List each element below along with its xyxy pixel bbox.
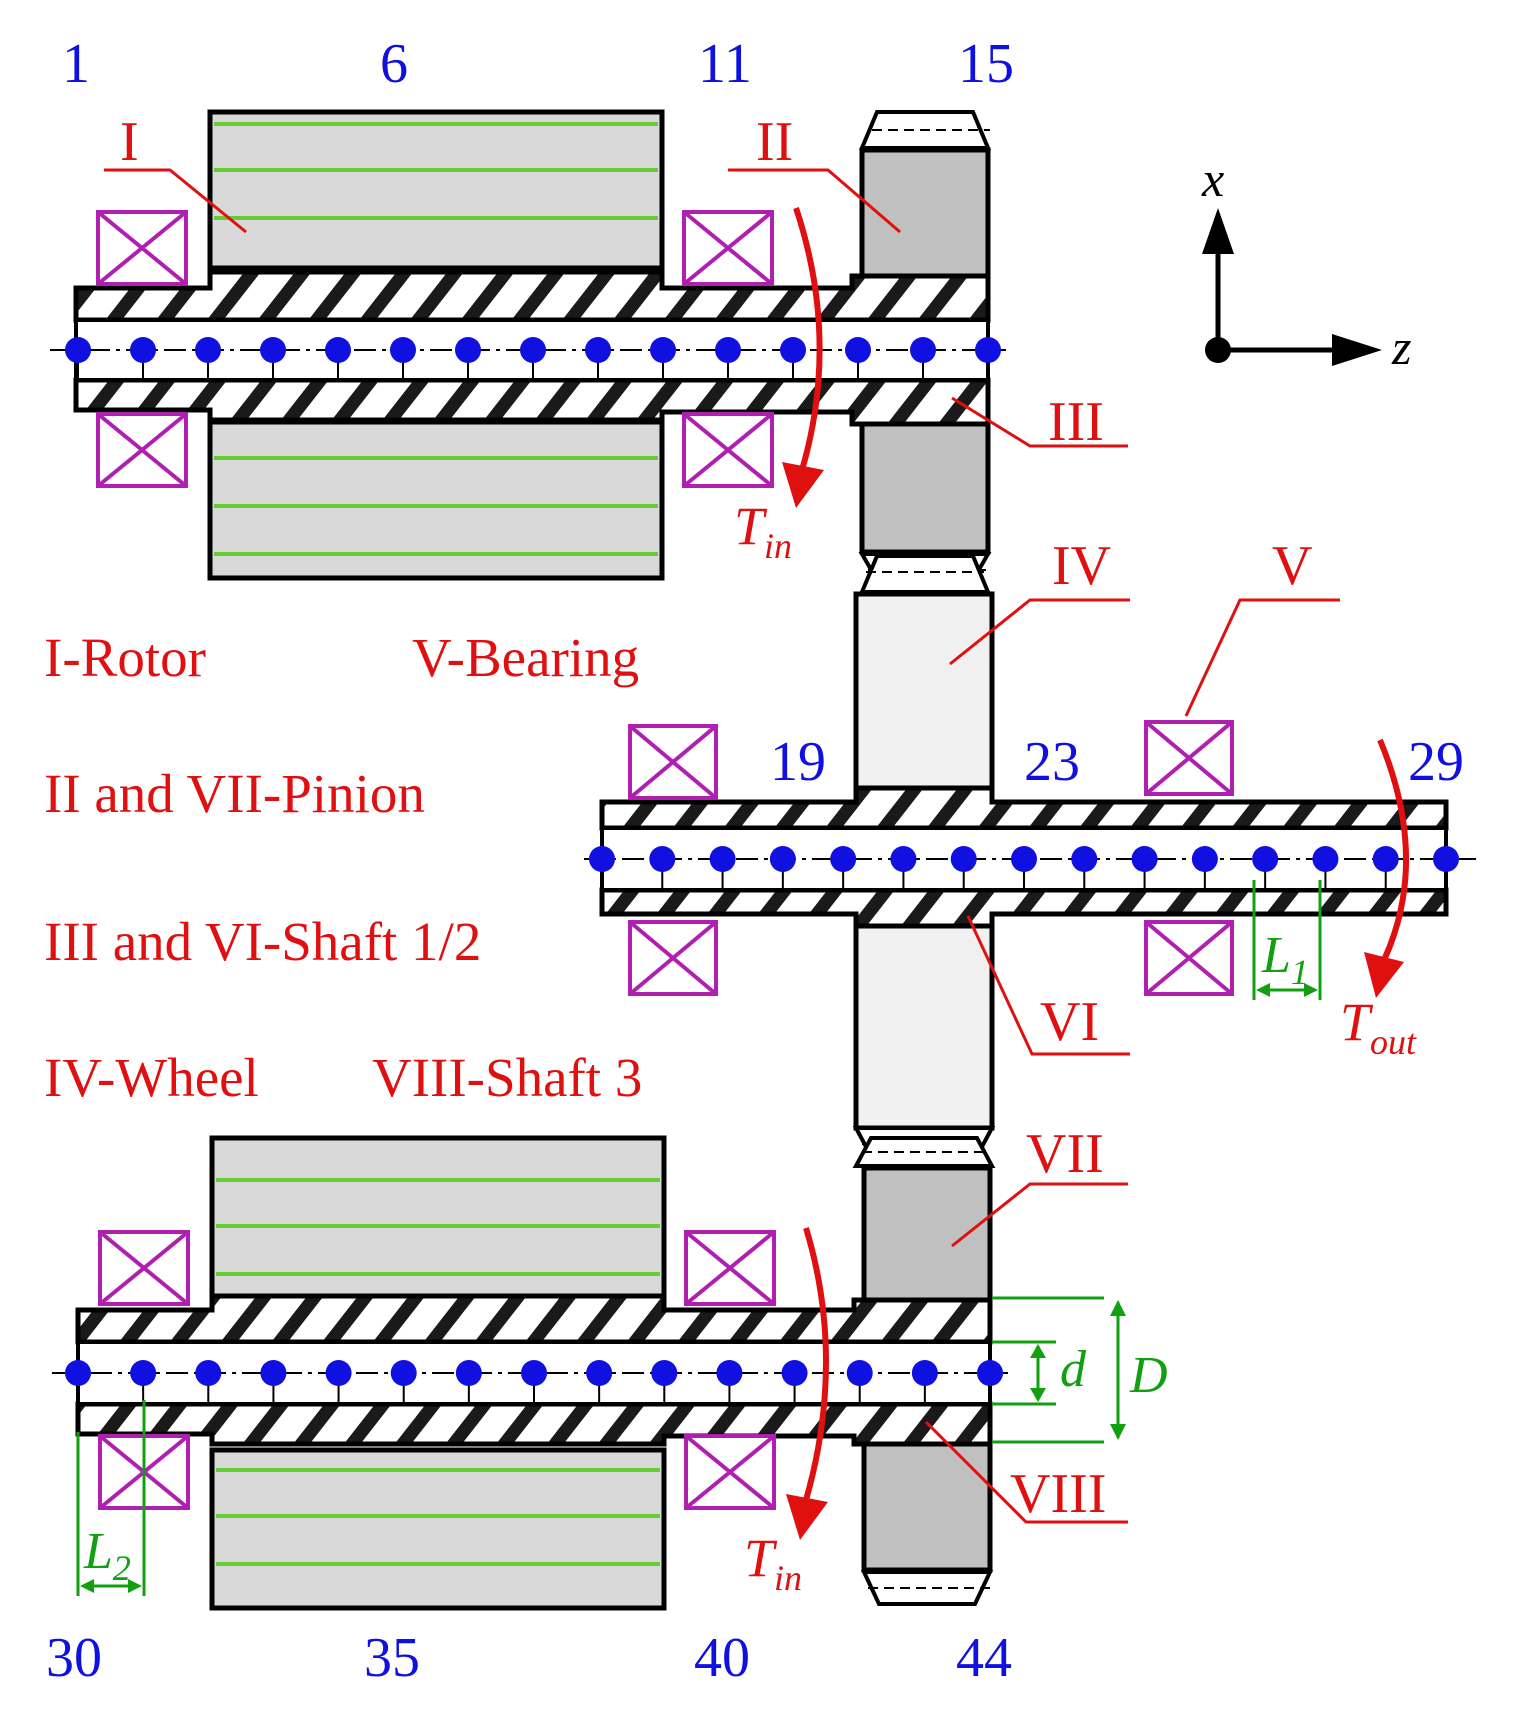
node-bottom-dot [586,1360,613,1386]
node-top-dot [390,337,416,363]
torque-arrows [793,207,1409,1501]
bearings-top [96,210,774,488]
node-number-35: 35 [364,1627,420,1689]
dim-label-L1: L1 [1261,927,1309,992]
legend-pinion: II and VII-Pinion [44,763,425,824]
node-top-dot [65,337,91,363]
legend: I-Rotor V-Bearing II and VII-Pinion III … [44,627,642,1108]
legend-shaft3: VIII-Shaft 3 [372,1047,642,1108]
bearings-middle [628,720,1234,996]
dimension-arrowheads [80,983,1318,1593]
node-bottom-dot [260,1360,287,1386]
node-numbers: 1 6 11 15 19 23 29 30 35 40 44 [46,33,1464,1689]
torque-in-bottom: Tin [744,1528,802,1598]
legend-shaft12: III and VI-Shaft 1/2 [44,911,481,972]
node-bottom-dot [455,1360,482,1386]
node-middle-dot [950,846,977,872]
rotor-top [207,109,665,581]
torque-in-top: Tin [734,496,792,566]
node-top-dot [975,337,1001,363]
node-bottom-dot [390,1360,417,1386]
part-label-shaft3: VIII [1010,1463,1106,1525]
node-bottom-dot [781,1360,808,1386]
node-middle-dot [1312,846,1339,872]
node-top-dot [260,337,286,363]
part-label-pinion: II [756,111,793,173]
node-top-dot [325,337,351,363]
node-bottom-dot [65,1360,91,1386]
part-label-bearing: V [1272,535,1312,597]
node-top-dot [715,337,741,363]
node-middle-dot [890,846,917,872]
coordinate-axes: x z [1201,151,1411,375]
node-bottom-dot [846,1360,873,1386]
node-middle-dot [1433,846,1459,872]
node-top-dot [520,337,546,363]
node-middle-dot [1191,846,1218,872]
node-number-1: 1 [62,33,90,95]
part-label-shaft1: III [1048,391,1104,453]
rotor-bottom [209,1135,667,1611]
node-middle-dot [709,846,736,872]
node-middle-dot [769,846,796,872]
node-top-dot [130,337,156,363]
pinion-bottom [852,1136,996,1606]
part-label-wheel: IV [1052,535,1111,597]
node-top-dot [845,337,871,363]
part-label-rotor: I [120,111,139,173]
torque-arrowheads [782,462,1404,1540]
node-top-dot [650,337,676,363]
axis-z-label: z [1391,319,1411,375]
nodes-bottom [65,1360,1003,1403]
node-middle-dot [1252,846,1279,872]
node-number-30: 30 [46,1627,102,1689]
axis-x-label: x [1201,151,1224,207]
node-middle-dot [589,846,615,872]
legend-rotor: I-Rotor [44,627,206,688]
node-number-40: 40 [694,1627,750,1689]
wheel-middle [852,554,996,1158]
node-number-11: 11 [698,33,752,95]
node-top-dot [455,337,481,363]
node-top-dot [910,337,936,363]
node-bottom-dot [130,1360,157,1386]
node-middle-dot [830,846,857,872]
node-number-19: 19 [770,731,826,793]
node-bottom-dot [651,1360,678,1386]
part-label-shaft2: VI [1040,991,1099,1053]
node-number-15: 15 [958,33,1014,95]
node-middle-dot [1372,846,1399,872]
node-number-6: 6 [380,33,408,95]
legend-bearing: V-Bearing [412,627,639,688]
nodes-middle [589,846,1459,889]
dim-label-D: D [1129,1347,1168,1404]
node-number-23: 23 [1024,731,1080,793]
node-bottom-dot [911,1360,938,1386]
node-bottom-dot [716,1360,743,1386]
part-label-pinion2: VII [1026,1123,1104,1185]
node-middle-dot [1131,846,1158,872]
legend-wheel: IV-Wheel [44,1047,259,1108]
node-top-dot [195,337,221,363]
node-top-dot [585,337,611,363]
node-middle-dot [1011,846,1037,872]
node-middle-dot [649,846,676,872]
leader-lines [104,168,1340,1524]
torque-out: Tout [1340,992,1417,1062]
node-number-29: 29 [1408,731,1464,793]
node-bottom-dot [325,1360,352,1386]
node-bottom-dot [977,1360,1003,1386]
nodes-top [65,337,1001,380]
part-labels: I II III IV V VI VII VIII [120,111,1312,1525]
node-number-44: 44 [956,1627,1012,1689]
node-bottom-dot [195,1360,222,1386]
node-middle-dot [1071,846,1098,872]
node-bottom-dot [521,1360,547,1386]
node-top-dot [780,337,806,363]
dim-label-L2: L2 [83,1523,131,1588]
dim-label-d: d [1060,1341,1087,1398]
